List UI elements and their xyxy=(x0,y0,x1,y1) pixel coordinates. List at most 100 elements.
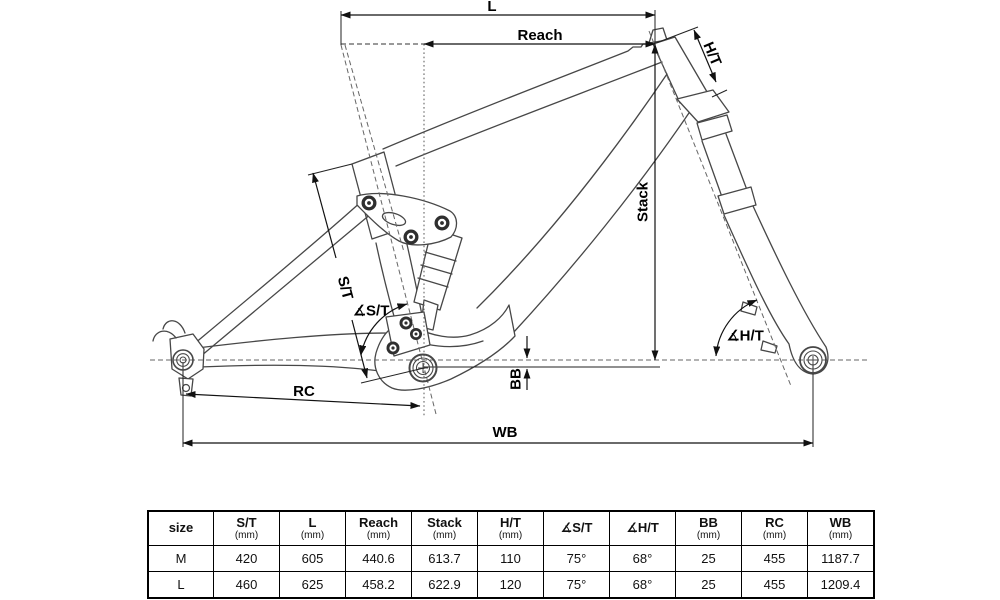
dim-st-extension-bottom xyxy=(360,367,425,384)
seat-axis-line-2 xyxy=(344,44,405,253)
header-cell-size: size xyxy=(147,510,214,546)
dim-rc-line xyxy=(185,390,421,410)
rocker-cutout xyxy=(381,211,407,227)
header-label: S/T xyxy=(236,514,257,530)
rear-axle xyxy=(172,349,194,371)
table-cell: 25 xyxy=(675,571,742,599)
dim-ht-extension-top xyxy=(655,26,699,44)
header-label: Reach xyxy=(358,514,399,530)
table-cell: 420 xyxy=(213,545,280,572)
table-cell: 625 xyxy=(279,571,346,599)
table-cell: 458.2 xyxy=(345,571,412,599)
dim-st-line-upper xyxy=(312,172,337,259)
dim-label-l: L xyxy=(487,0,496,15)
shock-bands xyxy=(417,251,457,288)
header-label: BB xyxy=(699,514,718,530)
header-unit: (mm) xyxy=(828,530,853,542)
table-cell: M xyxy=(147,545,214,572)
fork-crown xyxy=(676,89,730,123)
header-cell-bb: BB(mm) xyxy=(675,510,742,546)
axles-and-pivots xyxy=(172,195,827,383)
header-label: L xyxy=(308,514,317,530)
table-cell: 460 xyxy=(213,571,280,599)
header-label: ∡S/T xyxy=(560,520,593,536)
header-cell-rc: RC(mm) xyxy=(741,510,808,546)
header-cell-reach: Reach(mm) xyxy=(345,510,412,546)
fork-collar-upper xyxy=(696,114,733,141)
fork-stanchion xyxy=(701,133,748,198)
dim-label-angle-st: ∡S/T xyxy=(353,303,390,320)
pivot-bolt xyxy=(434,215,450,231)
header-cell-angle-ht: ∡H/T xyxy=(609,510,676,546)
table-cell: 75° xyxy=(543,545,610,572)
seat-stay xyxy=(193,200,373,357)
dim-label-reach: Reach xyxy=(517,27,562,44)
table-cell: 110 xyxy=(477,545,544,572)
dim-angle-st-arc xyxy=(359,303,408,356)
header-cell-angle-st: ∡S/T xyxy=(543,510,610,546)
table-row-size-m: M 420 605 440.6 613.7 110 75° 68° 25 455… xyxy=(147,545,875,572)
table-header-row: size S/T(mm) L(mm) Reach(mm) Stack(mm) H… xyxy=(147,510,875,546)
dim-label-rc: RC xyxy=(293,383,315,400)
table-row-size-l: L 460 625 458.2 622.9 120 75° 68° 25 455… xyxy=(147,571,875,599)
dimension-lines xyxy=(182,11,814,447)
header-label: ∡H/T xyxy=(626,520,659,536)
down-tube-lower-edge xyxy=(512,109,692,334)
down-tube xyxy=(476,73,668,309)
centerlines xyxy=(150,10,870,447)
header-cell-stack: Stack(mm) xyxy=(411,510,478,546)
dim-ht-line xyxy=(693,29,717,83)
header-unit: (mm) xyxy=(498,530,523,542)
table-cell: L xyxy=(147,571,214,599)
dim-label-wb: WB xyxy=(493,424,518,441)
table-cell: 440.6 xyxy=(345,545,412,572)
header-label: Stack xyxy=(427,514,462,530)
table-cell: 622.9 xyxy=(411,571,478,599)
header-label: size xyxy=(168,520,194,536)
table-cell: 613.7 xyxy=(411,545,478,572)
table-cell: 120 xyxy=(477,571,544,599)
front-axle xyxy=(799,346,827,374)
bottom-bracket xyxy=(408,353,438,383)
header-unit: (mm) xyxy=(300,530,325,542)
header-cell-l: L(mm) xyxy=(279,510,346,546)
table-cell: 75° xyxy=(543,571,610,599)
dim-label-ht: H/T xyxy=(699,40,724,69)
header-unit: (mm) xyxy=(234,530,259,542)
rocker-link xyxy=(356,192,458,246)
table-cell: 455 xyxy=(741,571,808,599)
table-cell: 25 xyxy=(675,545,742,572)
header-unit: (mm) xyxy=(366,530,391,542)
top-tube-lower-edge xyxy=(395,61,663,167)
pivot-bolt xyxy=(403,229,419,245)
derailleur-hanger xyxy=(178,377,194,397)
table-cell: 68° xyxy=(609,545,676,572)
dropout-hooks xyxy=(152,320,186,342)
header-label: WB xyxy=(829,514,852,530)
geometry-diagram: L Reach Stack H/T S/T ∡S/T ∡H/T BB RC WB xyxy=(150,0,870,447)
dim-label-stack: Stack xyxy=(635,181,652,222)
header-unit: (mm) xyxy=(432,530,457,542)
pivot-bolt xyxy=(386,341,400,355)
header-label: RC xyxy=(765,514,784,530)
header-cell-wb: WB(mm) xyxy=(807,510,875,546)
table-cell: 68° xyxy=(609,571,676,599)
header-cell-st: S/T(mm) xyxy=(213,510,280,546)
dim-ht-extension-bottom xyxy=(711,89,728,98)
rear-dropout xyxy=(169,333,205,380)
pivot-bolt xyxy=(399,316,413,330)
dim-st-extension-top xyxy=(307,163,353,176)
dim-label-angle-ht: ∡H/T xyxy=(726,328,764,345)
table-cell: 455 xyxy=(741,545,808,572)
dim-label-st: S/T xyxy=(334,275,356,302)
pivot-bolt xyxy=(361,195,377,211)
header-cell-ht: H/T(mm) xyxy=(477,510,544,546)
table-cell: 605 xyxy=(279,545,346,572)
dim-angle-ht-arc xyxy=(713,299,758,357)
pivot-bolt xyxy=(410,328,422,340)
dim-label-bb: BB xyxy=(508,368,525,390)
geometry-table: size S/T(mm) L(mm) Reach(mm) Stack(mm) H… xyxy=(147,510,875,599)
table-cell: 1187.7 xyxy=(807,545,875,572)
header-unit: (mm) xyxy=(762,530,787,542)
